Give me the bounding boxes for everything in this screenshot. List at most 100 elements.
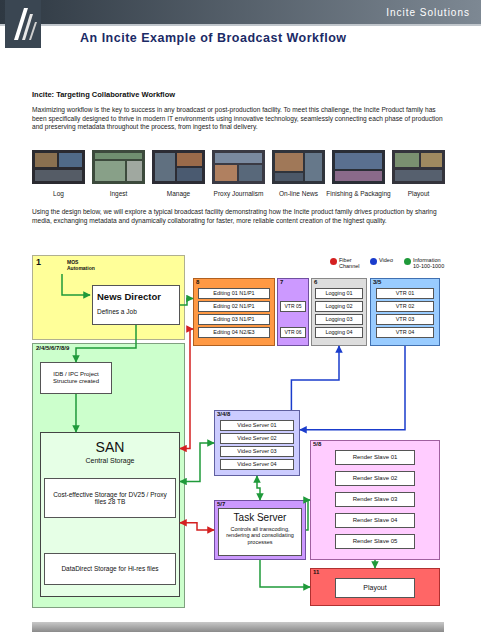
node-text: Playout (336, 579, 414, 597)
render-box: Render Slave 01 (335, 450, 415, 465)
node-text: Logging 02 (316, 302, 362, 311)
connector (300, 346, 405, 430)
zone-box: 11Playout (310, 568, 440, 606)
node-text: Editing 03 N1/P1 (199, 315, 269, 324)
server-box: Video Server 01 (220, 420, 294, 431)
automation-arrow (62, 274, 90, 295)
storage-box: Cost-effective Storage for DV25 / Proxy … (44, 478, 176, 518)
node-heading: 11 (313, 569, 333, 576)
zone-box: 5/8Render Slave 01 Render Slave 02 Render … (310, 440, 440, 560)
zone-box: 7VTR 05VTR 06 (277, 278, 309, 346)
render-box: Render Slave 03 (335, 492, 415, 507)
section-heading: Incite: Targeting Collaborative Workflow (32, 90, 332, 100)
server-box: Video Server 04 (220, 459, 294, 470)
connector (260, 560, 310, 587)
node-heading: 5/7 (217, 501, 241, 508)
node-text: Video Server 03 (221, 447, 293, 456)
device-box: VTR 05 (280, 301, 306, 312)
footer-bar (32, 622, 444, 632)
workstation-box: Editing 04 N2/E3 (198, 327, 270, 338)
body-text: Maximizing workflow is the key to succes… (32, 106, 446, 132)
workstation-box: Editing 02 N1/P1 (198, 301, 270, 312)
node-text: Render Slave 03 (336, 493, 414, 506)
render-box: Render Slave 02 (335, 471, 415, 486)
brand-name: Incite Solutions (330, 6, 470, 19)
node-heading: News Director (97, 292, 177, 303)
workstation-box: Logging 04 (315, 327, 363, 338)
node-text: Logging 04 (316, 328, 362, 337)
node-heading: 3/4/8 (217, 411, 241, 418)
node-heading: SAN (41, 439, 179, 455)
legend-swatch (370, 258, 377, 265)
connector (306, 500, 310, 530)
device-box: VTR 02 (376, 301, 434, 312)
device-box: VTR 03 (376, 314, 434, 325)
connector (180, 329, 193, 449)
node-text: Render Slave 01 (336, 451, 414, 464)
node-body: Defines a Job (97, 308, 177, 315)
connector (76, 325, 136, 362)
screenshot-caption: Manage (139, 190, 219, 198)
workstation-box: Logging 01 (315, 288, 363, 299)
node-heading: 5/8 (313, 441, 337, 448)
legend-swatch (330, 258, 337, 265)
connector (180, 523, 214, 530)
zone-box: 3/5VTR 01 VTR 02 VTR 03 VTR 04 (370, 278, 440, 346)
screenshot-caption: Playout (379, 190, 459, 198)
zone-box: 6Logging 01 Logging 02 Logging 03 Logging 0… (311, 278, 367, 346)
logo (5, 0, 41, 48)
node-text: Render Slave 05 (336, 535, 414, 548)
connector (75, 394, 77, 432)
zone-box: 8Editing 01 N1/P1Editing 02 N1/P1Editing… (193, 278, 275, 346)
node-text: IDB / IPC Project Structure created (41, 363, 111, 393)
node-heading: 1 (36, 257, 56, 267)
workstation-box: Editing 01 N1/P1 (198, 288, 270, 299)
workstation-box: Logging 03 (315, 314, 363, 325)
device-box: VTR 01 (376, 288, 434, 299)
node-text: Cost-effective Storage for DV25 / Proxy … (45, 479, 175, 517)
node-body: Controls all transcoding, rendering and … (222, 526, 298, 545)
connector (180, 298, 193, 305)
node-text: Video Server 01 (221, 421, 293, 430)
node-text: Editing 01 N1/P1 (199, 289, 269, 298)
node-text: DataDirect Storage for Hi-res files (45, 554, 175, 584)
header-band (0, 0, 481, 24)
workstation-box: Editing 03 N1/P1 (198, 314, 270, 325)
server-box: Video Server 02 (220, 433, 294, 444)
render-box: Render Slave 04 (335, 513, 415, 528)
node-text: Render Slave 02 (336, 472, 414, 485)
body-text: Using the design below, we will explore … (32, 208, 446, 225)
node-text: Video Server 04 (221, 460, 293, 469)
device-box: VTR 06 (280, 327, 306, 338)
node-heading: 6 (314, 279, 334, 286)
node-text: Logging 01 (316, 289, 362, 298)
node-text: VTR 04 (377, 328, 433, 337)
node-body: Central Storage (41, 457, 179, 465)
screenshot-strip (32, 150, 445, 184)
node-text: VTR 05 (281, 302, 305, 311)
zone-box: 5/7Task ServerControls all transcoding, … (214, 500, 306, 560)
server-box: Video Server 03 (220, 446, 294, 457)
node-text: VTR 06 (281, 328, 305, 337)
node-body: MOS Automation (67, 260, 107, 272)
render-box: Render Slave 05 (335, 534, 415, 549)
node-text: Logging 03 (316, 315, 362, 324)
storage-box: SAN Central StorageCost-effective Storage… (40, 432, 180, 597)
process-box: Task ServerControls all transcoding, ren… (218, 508, 302, 556)
process-box: IDB / IPC Project Structure created (40, 362, 112, 394)
node-heading: Task Server (219, 512, 301, 524)
connector (180, 443, 214, 482)
screenshot-caption: Finishing & Packaging (319, 190, 399, 198)
legend-swatch (404, 258, 411, 265)
header-rule (0, 24, 481, 26)
connector (257, 476, 260, 500)
screenshot-caption: Proxy Journalism (199, 190, 279, 198)
node-text: Editing 04 N2/E3 (199, 328, 269, 337)
node-text: VTR 02 (377, 302, 433, 311)
node-heading: 3/5 (373, 279, 393, 286)
node-text: VTR 01 (377, 289, 433, 298)
node-heading: 2/4/5/6/7/8/9 (36, 345, 96, 352)
zone-box: 1 MOS AutomationNews DirectorDefines a Jo… (32, 255, 185, 340)
workstation-box: Logging 02 (315, 301, 363, 312)
screenshot-caption: Ingest (79, 190, 159, 198)
